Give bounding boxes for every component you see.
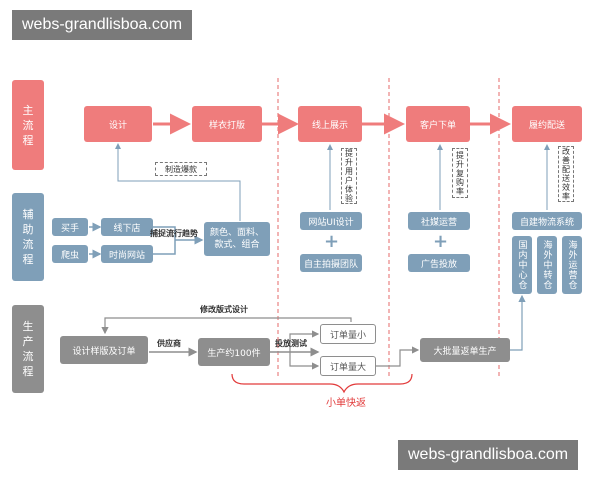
note-hit-product: 制造爆款 xyxy=(155,162,207,176)
step-delivery: 履约配送 xyxy=(512,106,582,142)
aux-social-ops: 社媒运营 xyxy=(408,212,470,230)
aux-attributes: 颜色、面料、款式、组合 xyxy=(204,222,270,256)
note-delivery-efficiency: 改善配送效率 xyxy=(558,146,574,202)
aux-photo-team: 自主拍摄团队 xyxy=(300,254,362,272)
prod-connector xyxy=(289,330,320,352)
lane-aux-char: 助 xyxy=(22,223,34,236)
label-test-launch: 投放测试 xyxy=(275,339,307,348)
step-order: 客户下单 xyxy=(406,106,470,142)
prod-order-large: 订单量大 xyxy=(320,356,376,376)
aux-fashion-site: 时尚网站 xyxy=(101,245,153,263)
aux-overseas-ops: 海外运营仓 xyxy=(562,236,582,294)
prod-bulk-reorder: 大批量返单生产 xyxy=(420,338,510,362)
label-small-batch-quick-return: 小单快返 xyxy=(326,398,366,409)
aux-crawler: 爬虫 xyxy=(52,245,88,263)
aux-domestic-warehouse: 国内中心仓 xyxy=(512,236,532,294)
aux-logistics-system: 自建物流系统 xyxy=(512,212,582,230)
plus-icon: + xyxy=(433,231,449,252)
lane-main: 主 流 程 xyxy=(12,80,44,170)
lane-prod: 生 产 流 程 xyxy=(12,305,44,393)
note-repurchase: 提升复购率 xyxy=(452,148,468,198)
lane-main-char: 程 xyxy=(22,133,34,147)
feedback-line xyxy=(115,143,241,221)
plus-icon: + xyxy=(324,231,340,252)
label-supplier: 供应商 xyxy=(157,339,181,348)
watermark-top: webs-grandlisboa.com xyxy=(12,10,193,40)
step-sample: 样衣打版 xyxy=(192,106,262,142)
label-trend-capture: 捕捉流行趋势 xyxy=(150,229,198,238)
quick-return-brace xyxy=(231,373,413,394)
lane-prod-char: 产 xyxy=(22,335,34,348)
lane-main-char: 主 xyxy=(22,103,34,117)
aux-buyer: 买手 xyxy=(52,218,88,236)
prod-100-pieces: 生产约100件 xyxy=(198,338,270,366)
lane-aux-char: 辅 xyxy=(22,208,34,221)
watermark-bottom: webs-grandlisboa.com xyxy=(398,440,579,470)
aux-overseas-transit: 海外中转仓 xyxy=(537,236,557,294)
label-revise-design: 修改版式设计 xyxy=(200,305,248,314)
aux-offline-store: 线下店 xyxy=(101,218,153,236)
prod-connector xyxy=(510,294,526,351)
aux-ads: 广告投放 xyxy=(408,254,470,272)
prod-order-small: 订单量小 xyxy=(320,324,376,344)
step-design: 设计 xyxy=(84,106,152,142)
prod-sample-order: 设计样版及订单 xyxy=(60,336,148,364)
lane-main-char: 流 xyxy=(22,118,34,132)
feedback-line xyxy=(101,317,352,335)
step-online: 线上展示 xyxy=(298,106,362,142)
lane-prod-char: 程 xyxy=(22,365,34,378)
prod-connector xyxy=(376,346,420,367)
aux-web-ui: 网站UI设计 xyxy=(300,212,362,230)
note-user-experience: 提升用户体验 xyxy=(341,148,357,204)
lane-aux-char: 程 xyxy=(22,253,34,266)
lane-aux-char: 流 xyxy=(22,238,34,251)
lane-aux: 辅 助 流 程 xyxy=(12,193,44,281)
prod-connector xyxy=(289,352,320,370)
lane-prod-char: 生 xyxy=(22,320,34,333)
lane-prod-char: 流 xyxy=(22,350,34,363)
